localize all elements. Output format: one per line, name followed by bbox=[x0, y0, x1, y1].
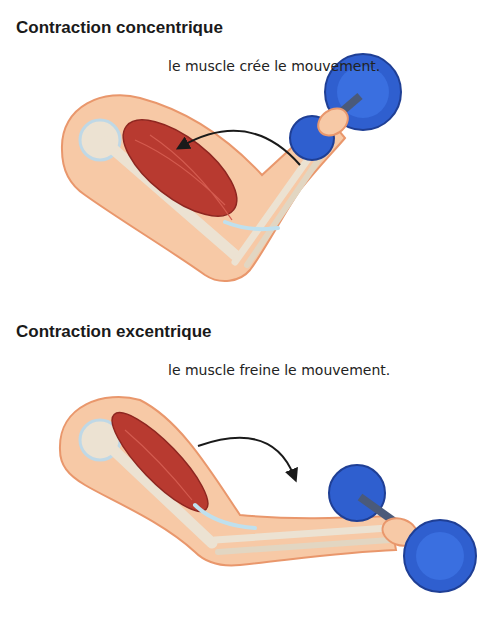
section-heading: Contraction excentrique bbox=[16, 322, 212, 342]
extended-arm bbox=[60, 397, 476, 592]
section-heading: Contraction concentrique bbox=[16, 18, 223, 38]
caption-note: le muscle crée le mouvement. bbox=[168, 58, 380, 74]
caption-note: le muscle freine le mouvement. bbox=[168, 362, 390, 378]
bent-arm bbox=[62, 54, 401, 281]
